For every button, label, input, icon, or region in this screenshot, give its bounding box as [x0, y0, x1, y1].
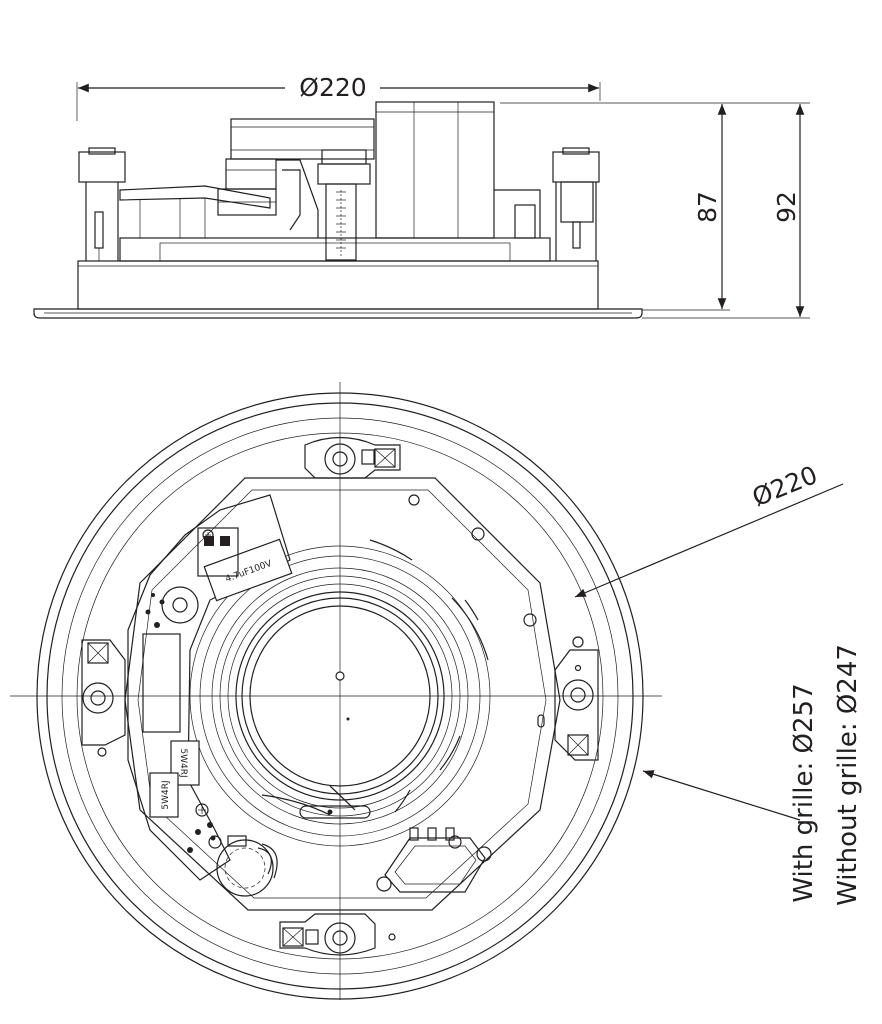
outer-rings	[36, 392, 644, 1000]
mounting-lug-right	[554, 636, 599, 761]
with-grille-label: With grille: Ø257	[789, 683, 819, 902]
mounting-lug-left	[81, 639, 126, 757]
resistor-2-label: 5W4RJ	[161, 780, 171, 809]
frame-holes	[208, 494, 545, 849]
side-height-dimensions: 87 92	[500, 102, 810, 319]
side-view: Ø220 87 92	[33, 73, 810, 319]
woofer	[189, 539, 491, 847]
mounting-lug-bottom	[279, 913, 396, 956]
height-92-label: 92	[772, 191, 801, 223]
resistor-1-label: 5W4RJ	[178, 748, 188, 777]
capacitor: 4.7uF100V	[203, 538, 293, 602]
front-view: 4.7uF100V 5W4RJ 5W4	[10, 382, 863, 1000]
side-width-label: Ø220	[299, 73, 366, 102]
crossover-board: 4.7uF100V 5W4RJ 5W4	[127, 494, 293, 897]
front-diameter-label: Ø220	[748, 460, 821, 512]
side-width-dimension: Ø220	[76, 73, 601, 121]
centre-lines	[10, 382, 662, 1000]
lead-wire	[261, 785, 371, 819]
without-grille-label: Without grille: Ø247	[833, 644, 863, 906]
height-87-label: 87	[693, 191, 722, 223]
front-dimensions: Ø220 With grille: Ø257 Without grille: Ø…	[574, 460, 863, 906]
resistor-2: 5W4RJ	[149, 772, 179, 818]
mounting-lug-top	[304, 436, 401, 479]
speaker-side-profile	[33, 101, 643, 319]
input-terminal	[376, 827, 492, 893]
